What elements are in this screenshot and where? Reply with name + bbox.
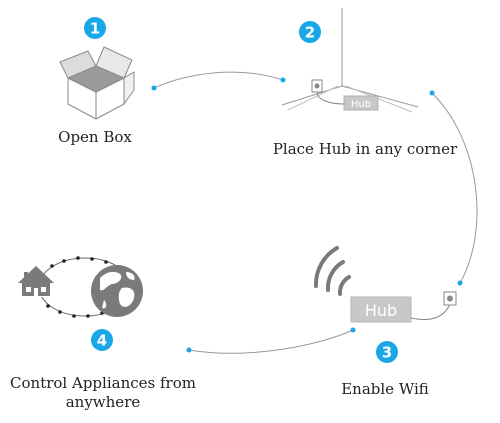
connector-2-3 — [431, 92, 478, 284]
hub-device-large: Hub — [350, 296, 412, 323]
step-4-caption-line1: Control Appliances from — [10, 374, 196, 392]
step-3-number: 3 — [382, 344, 392, 362]
step-2-number: 2 — [305, 24, 315, 42]
room-corner-icon — [281, 8, 419, 113]
step-4-badge: 4 — [91, 329, 113, 351]
step-2-caption: Place Hub in any corner — [272, 140, 458, 158]
connector-dot — [186, 347, 192, 353]
connector-3-4 — [188, 329, 354, 354]
hub-label-large: Hub — [365, 301, 397, 320]
step-1-number: 1 — [90, 20, 100, 38]
hub-cable — [410, 303, 451, 320]
connector-dot — [280, 77, 286, 83]
power-outlet-icon — [443, 291, 457, 306]
step-4-caption-line2: anywhere — [65, 393, 141, 411]
wifi-icon — [313, 246, 351, 296]
hub-device-small: Hub — [343, 95, 379, 111]
connector-dot — [151, 85, 157, 91]
step-1-badge: 1 — [84, 17, 106, 39]
step-3-badge: 3 — [376, 341, 398, 363]
hub-label-small: Hub — [351, 99, 371, 110]
connector-dot — [429, 90, 435, 96]
globe-icon — [91, 265, 143, 317]
house-icon — [18, 266, 54, 297]
step-3-caption: Enable Wifi — [341, 380, 429, 398]
box-icon — [59, 46, 135, 120]
power-outlet-icon — [311, 79, 323, 93]
connector-dot — [457, 280, 463, 286]
connector-dot — [350, 327, 356, 333]
step-2-badge: 2 — [299, 21, 321, 43]
step-1-caption: Open Box — [58, 128, 132, 146]
step-4-caption: Control Appliances from anywhere — [0, 374, 206, 412]
step-4-number: 4 — [97, 332, 107, 350]
hub-cable — [316, 91, 345, 105]
connector-1-2 — [153, 71, 284, 89]
